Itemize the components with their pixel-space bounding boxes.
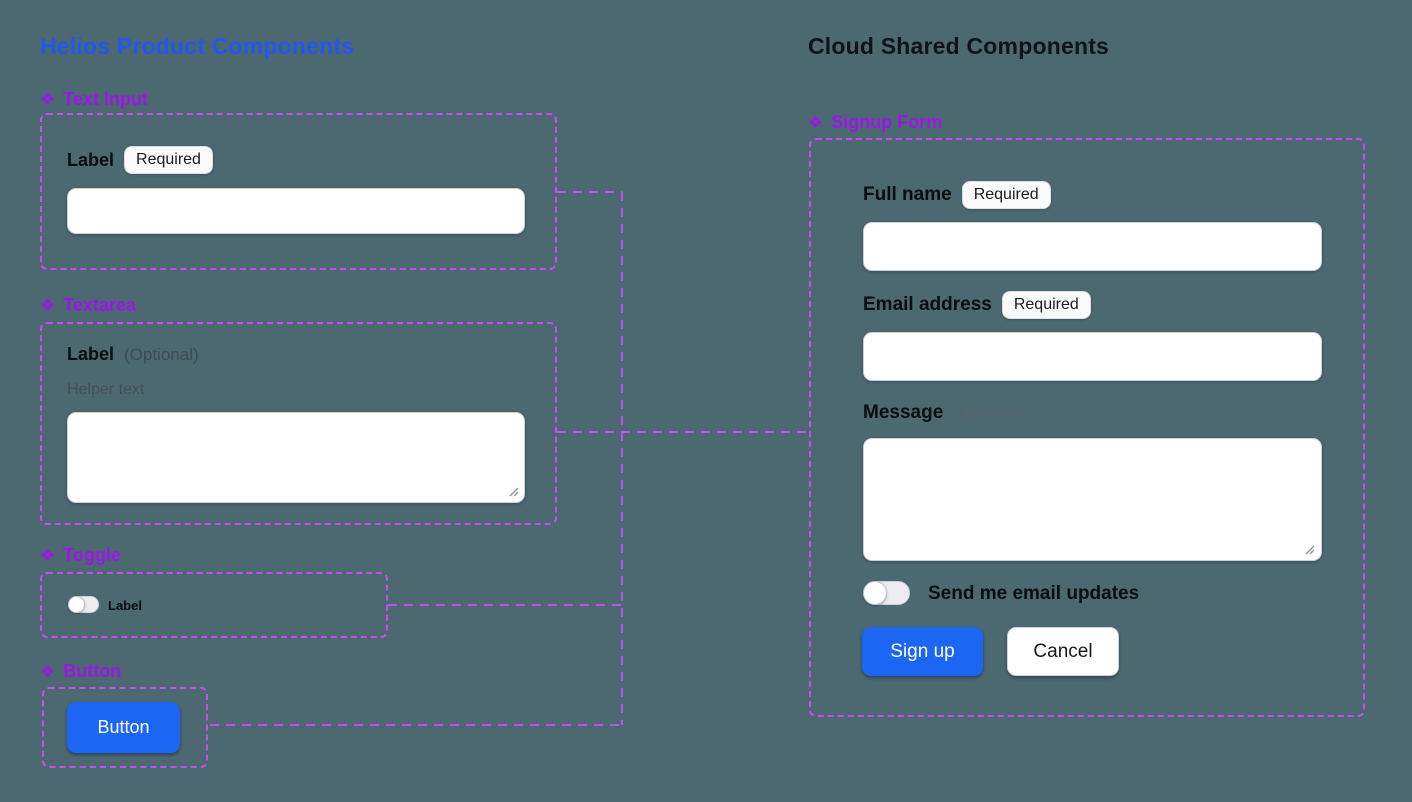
signup-form-frame xyxy=(809,138,1365,717)
textarea-field[interactable] xyxy=(67,412,525,503)
toggle-section-header: ❖ Toggle xyxy=(40,545,121,566)
component-icon: ❖ xyxy=(808,113,824,132)
optional-tag: (Optional) xyxy=(124,344,199,364)
text-input-label-row: Label Required xyxy=(67,146,213,174)
text-input-frame xyxy=(40,113,557,270)
required-badge: Required xyxy=(961,181,1051,209)
required-badge: Required xyxy=(1001,291,1091,319)
sign-up-button[interactable]: Sign up xyxy=(862,627,983,676)
email-updates-toggle[interactable] xyxy=(863,581,910,605)
signup-form-section-header: ❖ Signup Form xyxy=(808,112,942,133)
toggle-knob xyxy=(68,596,85,613)
toggle-label: Label xyxy=(108,598,142,613)
component-icon: ❖ xyxy=(40,90,56,109)
sample-button[interactable]: Button xyxy=(67,702,180,753)
component-icon: ❖ xyxy=(40,546,56,565)
component-icon: ❖ xyxy=(40,296,56,315)
textarea-label-row: Label (Optional) xyxy=(67,344,199,365)
text-input-label: Label xyxy=(67,149,115,170)
section-header-label: Textarea xyxy=(63,295,136,315)
toggle-frame xyxy=(40,572,388,638)
textarea-label: Label xyxy=(67,344,115,364)
text-input-section-header: ❖ Text Input xyxy=(40,89,148,110)
toggle-knob xyxy=(863,581,887,605)
textarea-helper-text: Helper text xyxy=(67,381,145,398)
required-badge: Required xyxy=(124,146,213,174)
section-header-label: Toggle xyxy=(63,545,121,565)
section-header-label: Button xyxy=(63,661,122,681)
component-icon: ❖ xyxy=(40,662,56,681)
full-name-label-row: Full name Required xyxy=(863,181,1051,209)
full-name-label: Full name xyxy=(863,184,952,205)
text-input-field[interactable] xyxy=(67,188,525,234)
textarea-frame xyxy=(40,322,557,525)
optional-tag: (Optional) xyxy=(953,403,1028,422)
email-updates-label: Send me email updates xyxy=(928,583,1140,604)
section-header-label: Text Input xyxy=(63,89,148,109)
full-name-input[interactable] xyxy=(863,222,1322,271)
toggle-switch[interactable] xyxy=(68,596,99,613)
email-input[interactable] xyxy=(863,332,1322,381)
section-header-label: Signup Form xyxy=(831,112,943,132)
helios-title: Helios Product Components xyxy=(40,33,355,59)
message-label: Message xyxy=(863,402,944,423)
button-frame xyxy=(42,687,208,768)
email-label: Email address xyxy=(863,294,992,315)
textarea-section-header: ❖ Textarea xyxy=(40,295,136,316)
email-label-row: Email address Required xyxy=(863,291,1091,319)
cancel-button[interactable]: Cancel xyxy=(1007,627,1119,676)
message-label-row: Message (Optional) xyxy=(863,402,1028,424)
button-section-header: ❖ Button xyxy=(40,661,121,682)
cloud-title: Cloud Shared Components xyxy=(808,33,1110,59)
message-textarea[interactable] xyxy=(863,438,1322,561)
